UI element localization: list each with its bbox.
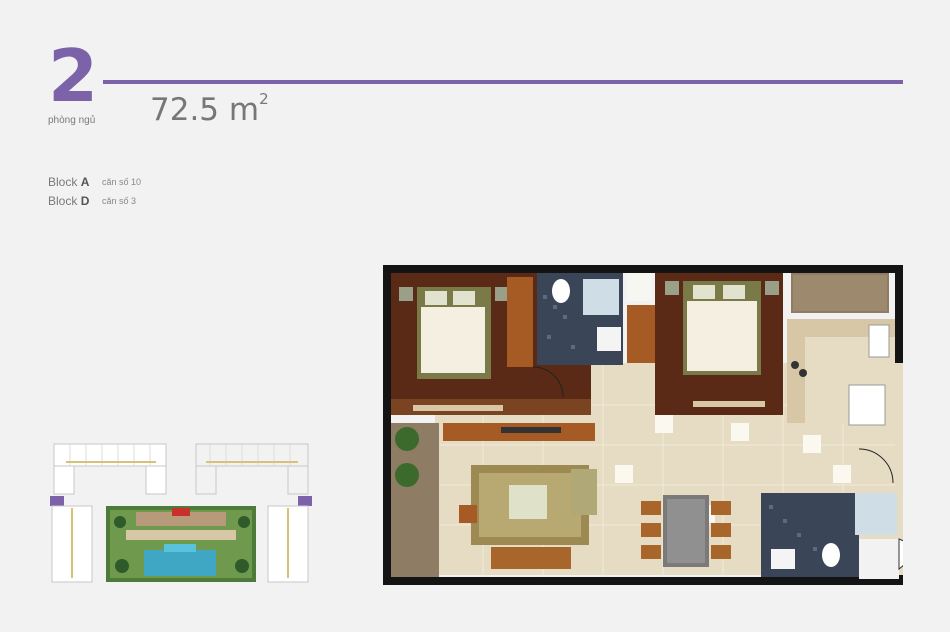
toilet-2	[822, 543, 840, 567]
entrance-door	[898, 538, 903, 571]
wardrobe-1	[507, 277, 533, 367]
building-wing-top-right	[195, 443, 309, 495]
highlight-unit-left	[50, 496, 64, 506]
header-rule	[103, 80, 903, 84]
highlight-unit-right	[298, 496, 312, 506]
kitchen-sink	[868, 324, 890, 358]
building-wing-top-left	[53, 443, 167, 495]
block-row-a: Block A căn số 10	[48, 174, 142, 189]
block-list: Block A căn số 10 Block D căn số 3	[48, 172, 141, 210]
floor-plan	[383, 265, 903, 585]
toilet-1	[552, 279, 570, 303]
building-wing-bottom	[51, 505, 309, 583]
entrance	[859, 539, 899, 579]
site-plan	[46, 438, 316, 588]
area-unit-exponent: 2	[259, 90, 269, 108]
swimming-pool	[144, 550, 216, 576]
sofa	[491, 547, 571, 569]
coffee-table	[509, 485, 547, 519]
area-value: 72.5 m2	[150, 90, 269, 128]
bedroom-label: phòng ngủ	[48, 115, 96, 126]
bedroom-count: 2	[48, 34, 98, 118]
side-garden	[391, 423, 439, 577]
block-row-d: Block D căn số 3	[48, 193, 137, 208]
